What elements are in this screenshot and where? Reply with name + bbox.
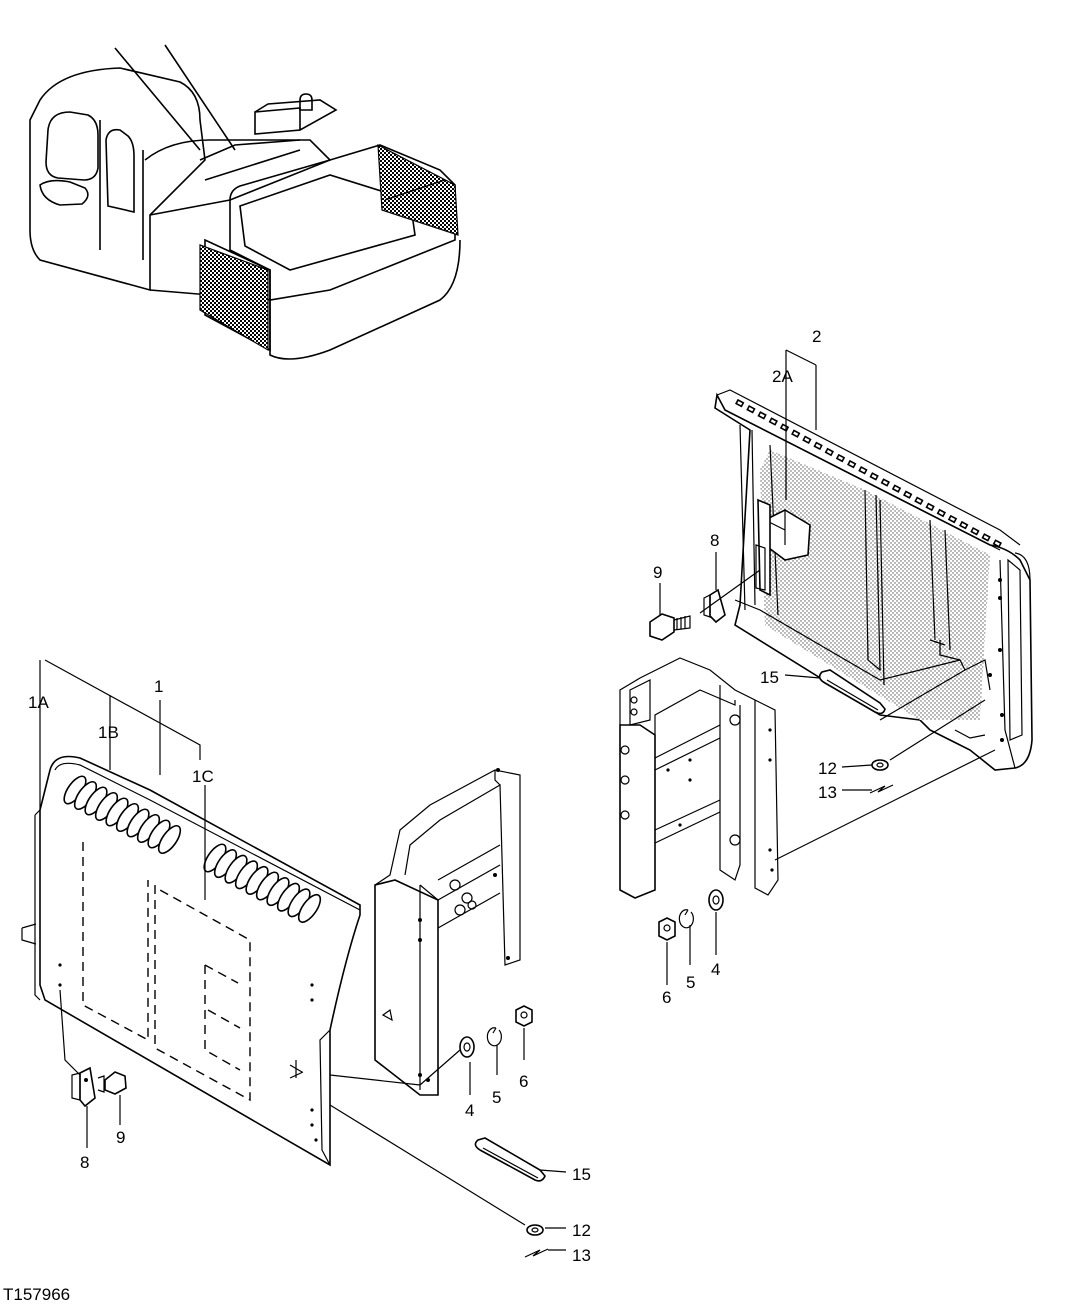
callout-9-left: 9 [116, 1128, 125, 1147]
louver-tooth [936, 508, 946, 518]
bracket-2A [755, 498, 811, 597]
louver-tooth [768, 417, 778, 426]
callout-1B: 1B [98, 723, 119, 742]
louver-slots-left [63, 775, 182, 855]
callout-5-right: 5 [686, 973, 695, 992]
nut-6-left [515, 1005, 533, 1027]
louver-tooth [835, 453, 846, 463]
callout-12-right: 12 [818, 759, 837, 778]
louver-tooth [992, 539, 1002, 548]
louver-tooth [802, 435, 812, 445]
louver-tooth [947, 514, 958, 524]
panel-2-teeth [735, 398, 1002, 548]
callout-6-left: 6 [519, 1072, 528, 1091]
louver-tooth [981, 533, 991, 542]
washer-12-right [871, 759, 889, 771]
bolt-9-right [649, 613, 691, 641]
louver-tooth [757, 411, 767, 420]
callout-12-left: 12 [572, 1221, 591, 1240]
callout-4-left: 4 [465, 1101, 474, 1120]
callout-4-right: 4 [711, 960, 720, 979]
callout-5-left: 5 [492, 1088, 501, 1107]
panel-1B-hidden [82, 842, 149, 1042]
clip-13-right [869, 784, 894, 794]
callout-2: 2 [812, 327, 821, 346]
lock-washer-5-left [486, 1027, 502, 1047]
louver-tooth [779, 423, 790, 432]
callout-15-right: 15 [760, 668, 779, 687]
callout-1A: 1A [28, 693, 49, 712]
callout-8-left: 8 [80, 1153, 89, 1172]
mounting-frame-right [619, 657, 779, 899]
louver-tooth [746, 405, 756, 414]
callout-labels: 1 1A 1B 1C 2 2A 4 5 6 4 5 6 8 9 8 9 12 1… [3, 327, 837, 1304]
bolt-9-left [97, 1071, 127, 1095]
figure-id: T157966 [3, 1285, 70, 1304]
louver-tooth [880, 478, 890, 487]
assembly-lines [39, 349, 996, 1251]
louver-tooth [735, 398, 745, 408]
louver-tooth [858, 466, 868, 475]
panel-holes [58, 963, 318, 1142]
callout-13-right: 13 [818, 783, 837, 802]
callout-15-left: 15 [572, 1165, 591, 1184]
callout-13-left: 13 [572, 1246, 591, 1265]
louver-tooth [903, 490, 913, 499]
louver-tooth [925, 502, 935, 512]
washer-4-right [708, 889, 724, 911]
louver-tooth [891, 484, 902, 493]
louver-tooth [959, 520, 969, 530]
bracket-8-right [703, 588, 726, 624]
louver-tooth [869, 472, 879, 481]
clip-13-left [524, 1248, 549, 1258]
washer-4-left [459, 1036, 475, 1058]
louver-slot [157, 824, 182, 855]
callout-2A: 2A [772, 367, 793, 386]
nut-6-right [658, 917, 676, 941]
panel-2-holes [988, 578, 1004, 742]
louver-tooth [914, 496, 924, 506]
louver-tooth [847, 459, 857, 469]
bracket-8-left [71, 1066, 96, 1108]
mounting-frame-left [374, 768, 521, 1096]
callout-8-right: 8 [710, 531, 719, 550]
louver-tooth [970, 527, 980, 536]
cover-panel-2 [714, 389, 1033, 771]
washer-12-left [526, 1224, 544, 1236]
seal-15-right [818, 669, 886, 715]
callout-9-right: 9 [653, 563, 662, 582]
callout-6-right: 6 [662, 988, 671, 1007]
louver-slots-right [203, 843, 322, 923]
excavator-overview [29, 44, 461, 360]
seal-15-left [474, 1137, 546, 1182]
callout-1: 1 [154, 677, 163, 696]
callout-1C: 1C [192, 767, 214, 786]
louver-slot [297, 893, 322, 923]
panel-1C-hidden [154, 885, 251, 1102]
louver-tooth [791, 429, 801, 438]
louver-tooth [813, 441, 823, 451]
lock-washer-5-right [678, 909, 694, 929]
cover-panel-1 [21, 755, 361, 1167]
louver-tooth [824, 447, 834, 457]
